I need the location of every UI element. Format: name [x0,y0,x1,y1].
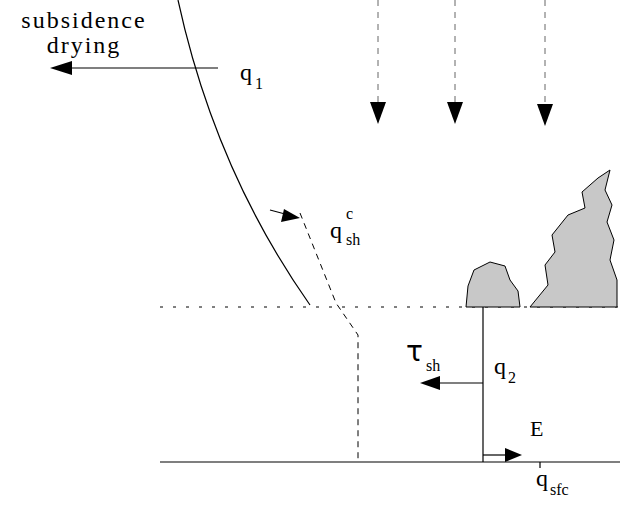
arrow-head [420,376,440,390]
symbol: q [494,354,506,378]
superscript: c [346,206,353,222]
profile-curve [178,0,310,305]
subscript: sh [346,232,360,248]
subscript: 2 [508,370,516,386]
tau-arrow-line [440,382,483,383]
cloud-large [530,170,617,307]
drying-arrow-line [70,67,218,68]
subscript: 1 [255,76,263,92]
arrow-head [370,102,386,124]
process-label: subsidence drying [6,8,162,58]
shift-arrow-line [270,210,285,214]
symbol: q [330,218,342,242]
symbol: q [240,60,252,84]
symbol: τ [406,338,423,366]
arrow-head [537,104,553,126]
arrow-head [50,61,72,75]
cloud-small [466,262,520,307]
arrow-head [281,209,300,222]
subsidence-arrow-line [455,0,456,102]
subscript: sfc [550,482,569,498]
evap-arrow-line [483,454,505,455]
subsidence-arrow-line [545,0,546,104]
symbol: E [530,418,543,440]
dashed-profile [300,213,358,462]
subscript: sh [426,358,440,374]
arrow-head [505,448,522,462]
surface-line [160,461,620,462]
bl-profile-line [482,307,483,462]
arrow-head [447,102,463,124]
subsidence-arrow-line [378,0,379,102]
symbol: q [536,466,548,490]
